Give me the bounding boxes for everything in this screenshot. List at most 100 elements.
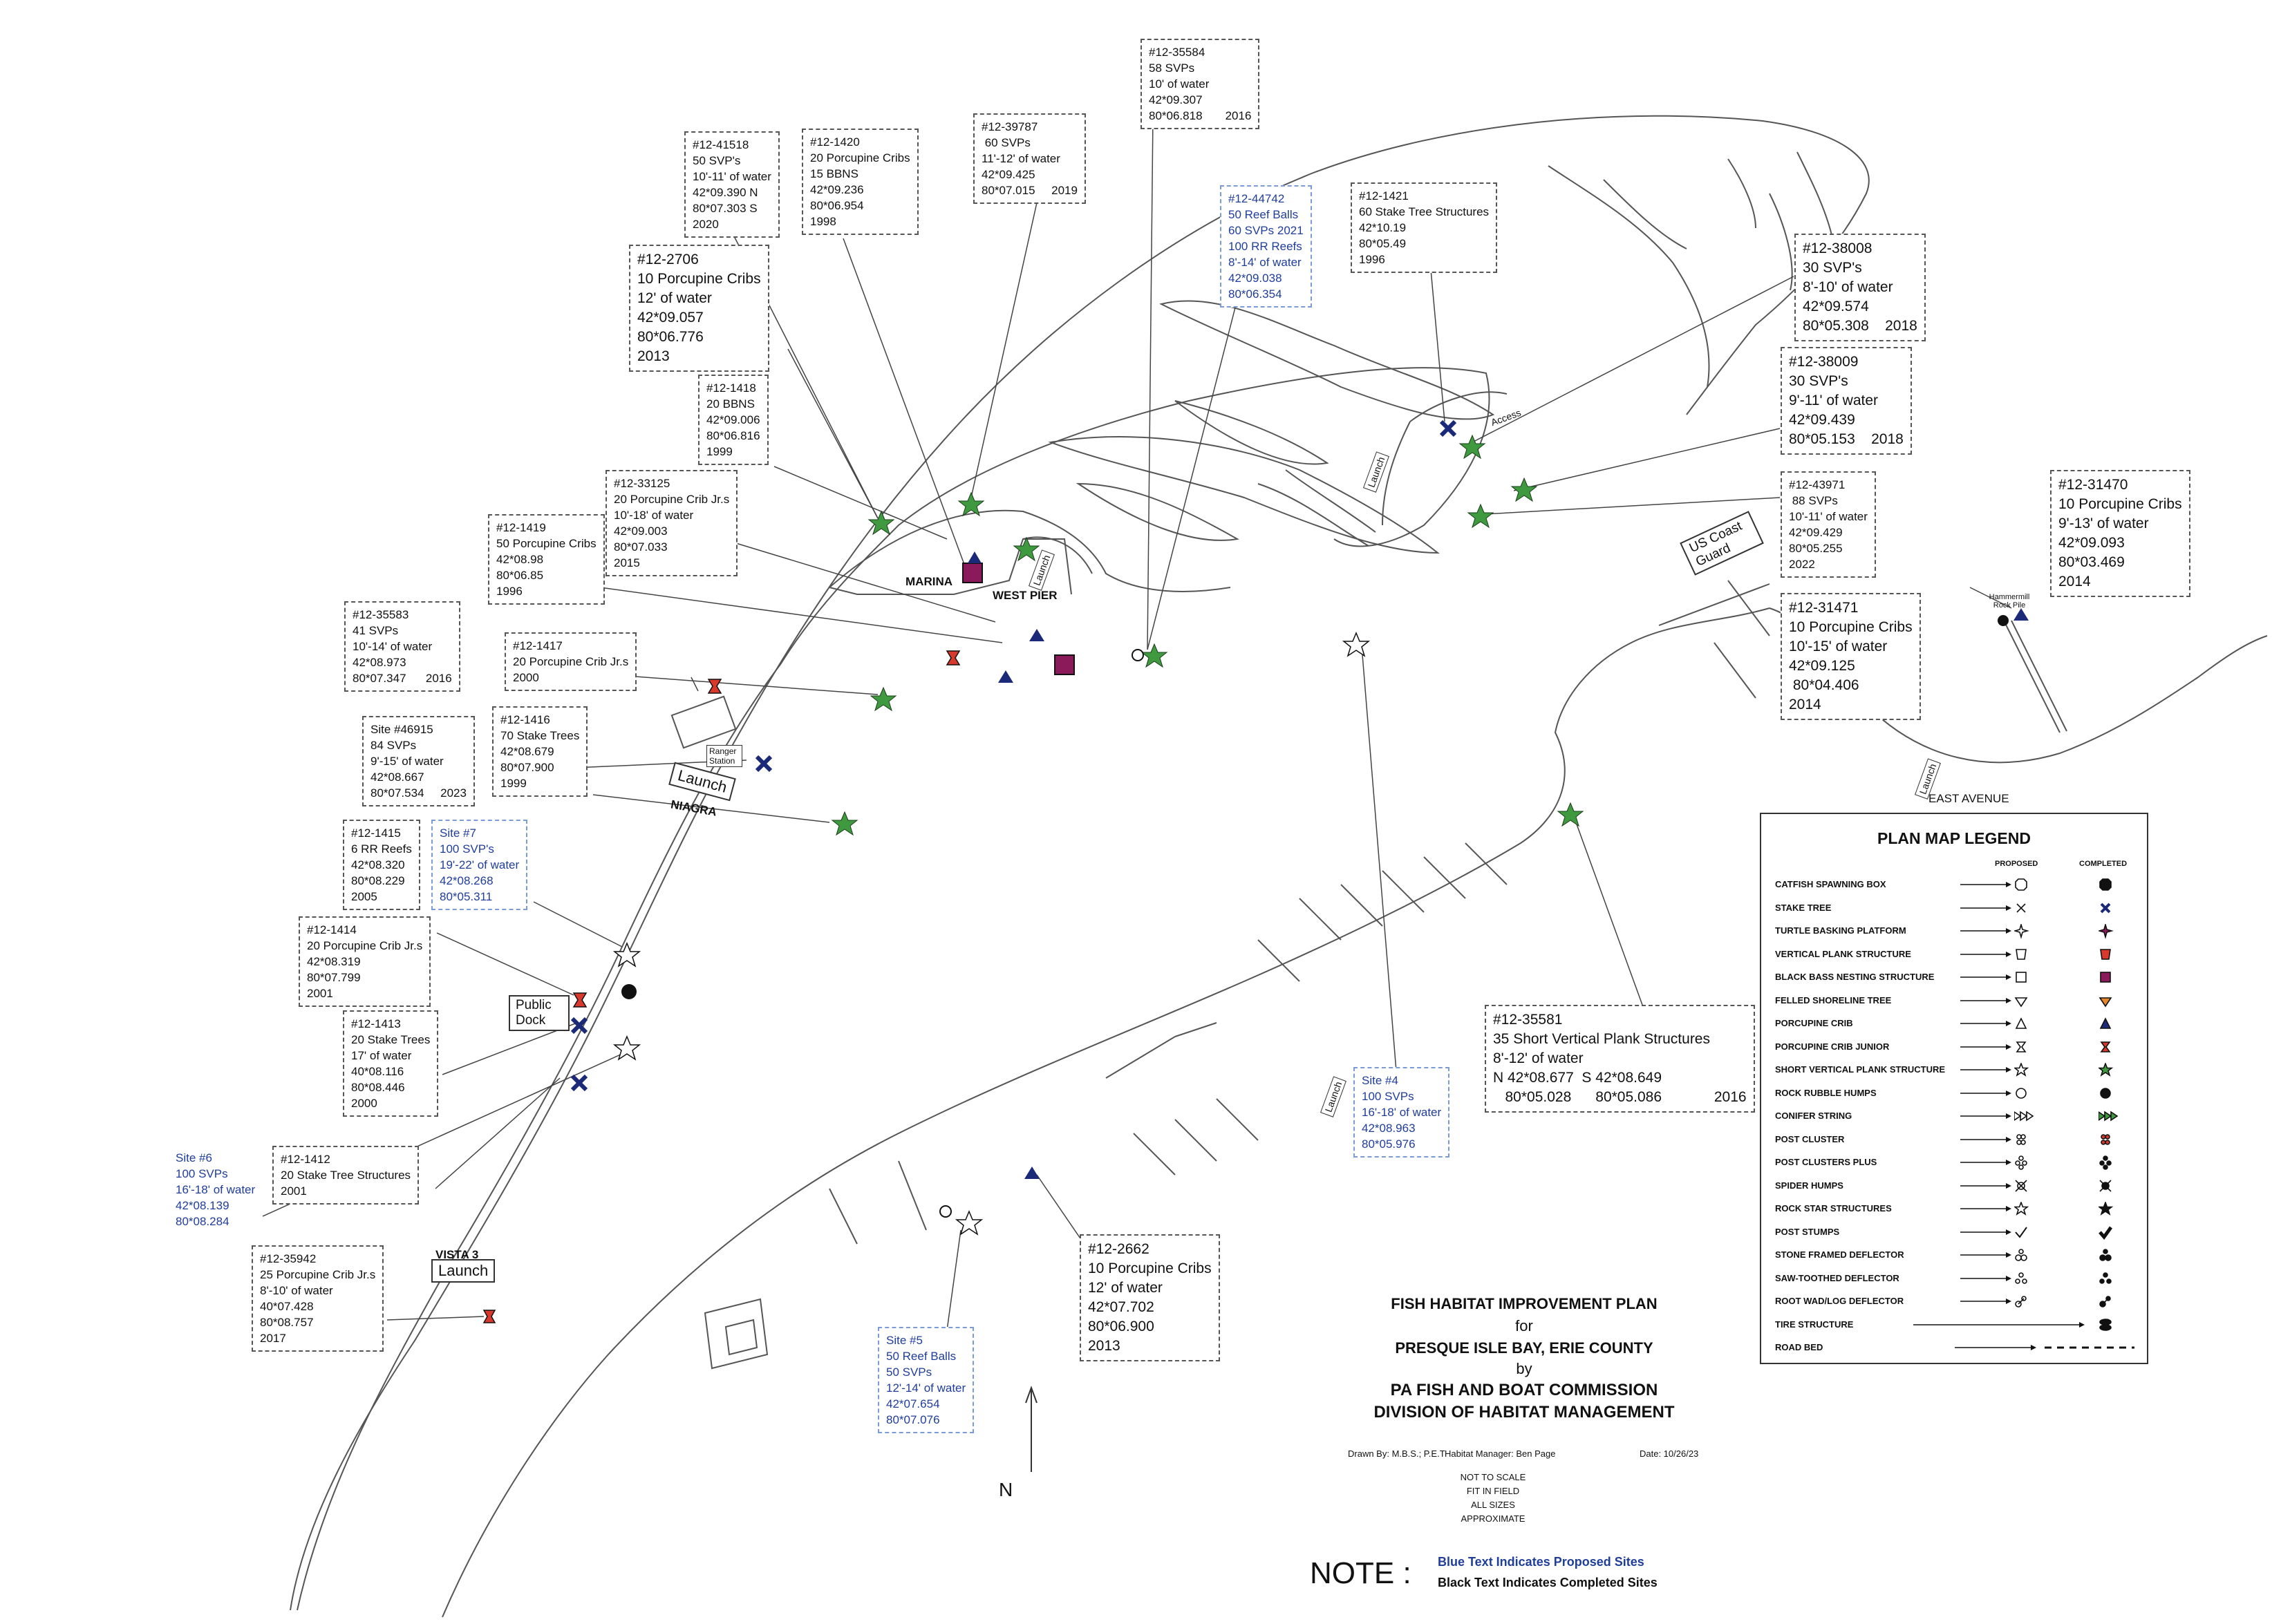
title-line-3: PRESQUE ISLE BAY, ERIE COUNTY (1395, 1339, 1653, 1357)
star-icon-proposed (2014, 1063, 2029, 1077)
legend-row: STAKE TREE (1775, 901, 2134, 916)
legend-row: VERTICAL PLANK STRUCTURE (1775, 947, 2134, 963)
legend-row: SAW-TOOTHED DEFLECTOR (1775, 1272, 2134, 1287)
tire-icon (1913, 1321, 2085, 1328)
legend-row: SHORT VERTICAL PLANK STRUCTURE (1775, 1063, 2134, 1078)
plan-map-legend: PLAN MAP LEGEND PROPOSED COMPLETED CATFI… (1760, 813, 2148, 1364)
markers (482, 419, 2029, 1323)
star-outline-icon (612, 942, 641, 967)
legend-row: ROCK STAR STRUCTURES (1775, 1202, 2134, 1217)
octagon-icon-proposed (2015, 878, 2027, 891)
pentagon-icon-proposed (2016, 948, 2027, 960)
vista3-label: VISTA 3 (435, 1248, 479, 1261)
wetland-6 (1548, 165, 1710, 388)
triangle-icon (968, 551, 982, 563)
check-icon-completed (2099, 1226, 2113, 1240)
legend-row: PORCUPINE CRIB (1775, 1017, 2134, 1032)
legend-item-label: SHORT VERTICAL PLANK STRUCTURE (1775, 1064, 1946, 1075)
legend-arrow-icon (1960, 951, 2011, 957)
star-icon (870, 686, 897, 712)
legend-arrow-icon (1960, 1136, 2011, 1142)
legend-proposed-header: PROPOSED (1995, 860, 2038, 868)
legend-item-label: TURTLE BASKING PLATFORM (1775, 925, 1906, 936)
legend-arrow-icon (1960, 997, 2011, 1003)
hourglass-icon-completed (2100, 1041, 2111, 1052)
legend-arrow-icon (1960, 1229, 2011, 1235)
post-cluster-plus-icon-proposed (2015, 1155, 2027, 1170)
wetland-1 (1159, 300, 1495, 420)
east-avenue-label: EAST AVENUE (1928, 792, 2009, 805)
star-outline-icon (612, 1035, 641, 1061)
star-outline-icon (955, 1210, 984, 1236)
spider-icon-proposed (2015, 1179, 2027, 1192)
triple-triangle-icon-completed (2099, 1111, 2119, 1122)
hourglass-icon (946, 650, 961, 665)
legend-arrow-icon (1960, 1252, 2011, 1258)
triangle-icon (2014, 608, 2029, 621)
square-icon (1054, 654, 1075, 675)
drawn-by: Drawn By: M.B.S.; P.E.T (1348, 1448, 1445, 1459)
legend-item-label: BLACK BASS NESTING STRUCTURE (1775, 972, 1935, 982)
legend-arrow-icon (1960, 1090, 2011, 1096)
title-line-4: by (1516, 1360, 1532, 1377)
note-black: Black Text Indicates Completed Sites (1438, 1576, 1658, 1589)
circle-icon-proposed (2016, 1087, 2027, 1099)
circle-icon (1132, 649, 1144, 661)
wetland-4 (1174, 400, 1329, 465)
scale-note: NOT TO SCALE FIT IN FIELD ALL SIZES APPR… (1445, 1471, 1541, 1526)
star-icon (1458, 434, 1486, 460)
west-pier-label: WEST PIER (993, 589, 1058, 602)
scale-note-2: FIT IN FIELD (1466, 1486, 1520, 1496)
wetland-3 (1076, 482, 1239, 541)
diamond-icon-completed (2099, 997, 2112, 1007)
triangle-icon (1029, 629, 1044, 641)
x-mark-icon-completed (2100, 903, 2111, 913)
title-line-5: PA FISH AND BOAT COMMISSION (1390, 1381, 1658, 1399)
north-label: N (999, 1479, 1013, 1500)
circle-filled-icon (1998, 615, 2009, 626)
marina-basin (829, 538, 1072, 595)
legend-row: TIRE STRUCTURE (1775, 1318, 2134, 1333)
legend-item-label: POST CLUSTERS PLUS (1775, 1157, 1877, 1167)
star-icon (957, 491, 985, 517)
industrial-piers (1105, 842, 1508, 1079)
legend-completed-header: COMPLETED (2079, 860, 2128, 868)
access-road (1382, 391, 1508, 526)
hourglass-icon (707, 679, 722, 694)
leader-lines (262, 115, 2012, 1331)
star-outline-icon (1342, 632, 1371, 657)
square-icon-proposed (2016, 972, 2027, 983)
star-icon (1467, 503, 1494, 529)
root-wad-icon-completed (2099, 1296, 2111, 1307)
legend-item-label: ROCK RUBBLE HUMPS (1775, 1087, 1877, 1098)
legend-row: BLACK BASS NESTING STRUCTURE (1775, 970, 2134, 985)
legend-arrow-icon (1960, 1113, 2011, 1119)
ranger-building (670, 695, 737, 749)
shoreline-outer (290, 115, 1870, 1611)
legend-arrow-icon (1960, 1275, 2011, 1281)
pentagon-icon-completed (2100, 948, 2111, 960)
legend-arrow-icon (1960, 1021, 2011, 1026)
hammermill-pier (2004, 620, 2067, 733)
star-icon (1013, 536, 1040, 562)
